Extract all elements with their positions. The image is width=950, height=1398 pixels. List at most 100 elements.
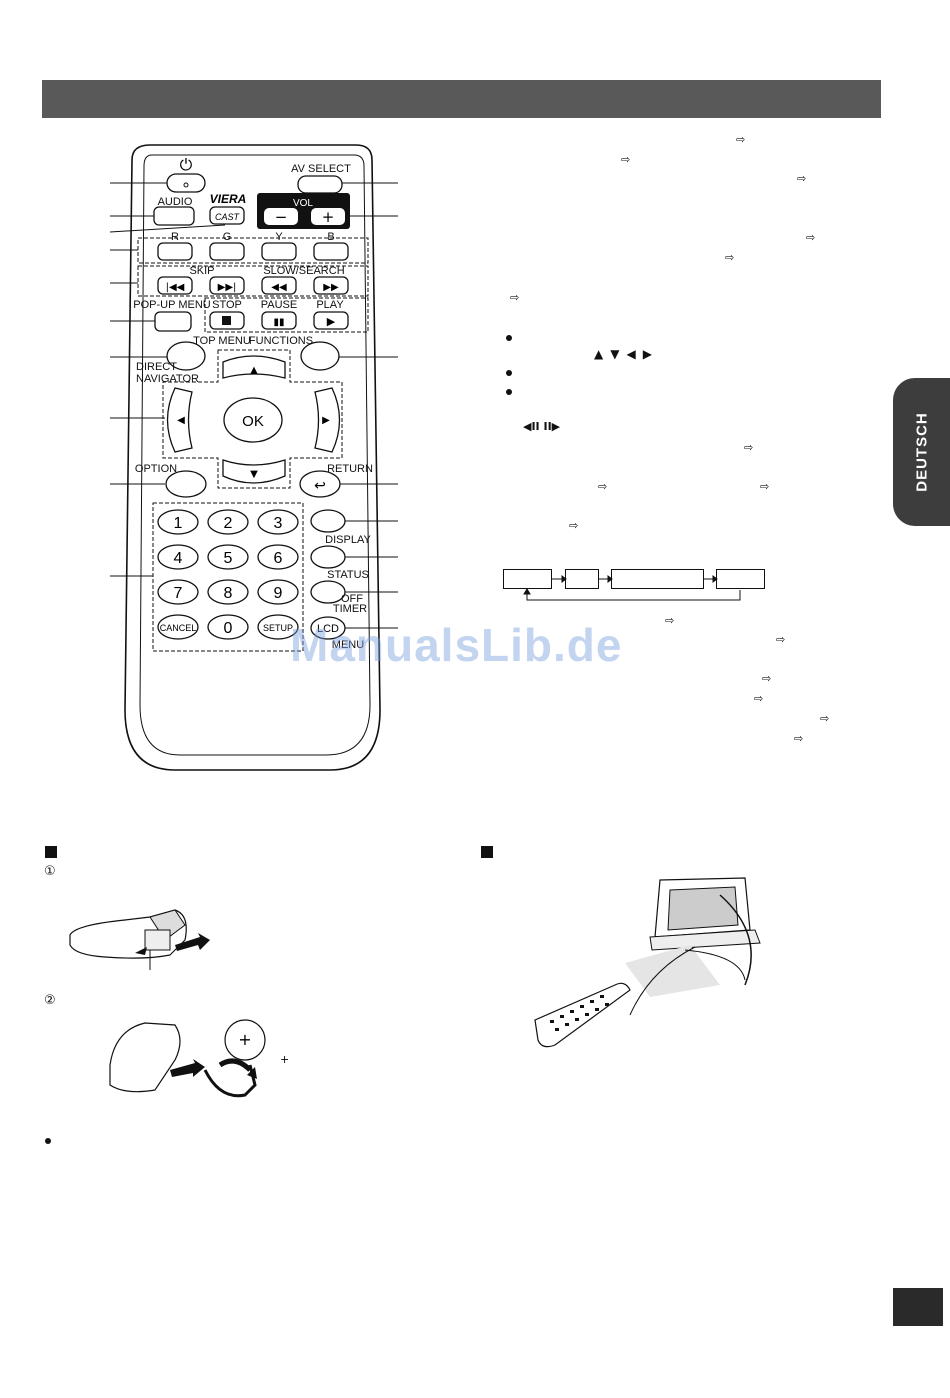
frame-back-icon: ◀II bbox=[523, 420, 540, 433]
skip-back-button[interactable] bbox=[157, 276, 193, 295]
display-button[interactable] bbox=[310, 509, 346, 533]
color-buttons-group bbox=[137, 237, 369, 264]
green-button[interactable] bbox=[209, 242, 245, 261]
search-back-button[interactable] bbox=[261, 276, 297, 295]
top-menu-button[interactable] bbox=[166, 341, 206, 371]
direction-icons: ▲▼◀▶ bbox=[594, 347, 659, 361]
skip-forward-button[interactable] bbox=[209, 276, 245, 295]
av-select-label: AV SELECT bbox=[291, 163, 351, 175]
setup-button[interactable] bbox=[257, 614, 299, 640]
battery-plus-note: + bbox=[280, 1053, 289, 1066]
vol-plus-icon: + bbox=[322, 208, 335, 226]
off-timer-label-1: OFF bbox=[341, 593, 363, 605]
reference-arrow-icon: ⇨ bbox=[776, 633, 786, 646]
bullet bbox=[506, 370, 512, 376]
digit-label: 1 bbox=[174, 515, 183, 532]
rewind-icon: ◀◀ bbox=[271, 282, 287, 293]
reference-arrow-icon: ⇨ bbox=[806, 231, 816, 244]
audio-button[interactable] bbox=[153, 206, 195, 226]
digit-button-8[interactable] bbox=[207, 579, 249, 605]
play-button[interactable] bbox=[313, 311, 349, 330]
status-button[interactable] bbox=[310, 545, 346, 569]
battery-plus-sign: + bbox=[238, 1030, 251, 1049]
skip-label: SKIP bbox=[189, 265, 214, 277]
left-button[interactable] bbox=[166, 387, 193, 453]
remote-control-diagram: ⏻ AV SELECT AUDIO VIERA CAST VOL − + R G… bbox=[109, 144, 398, 771]
stop-label: STOP bbox=[212, 299, 242, 311]
blue-button[interactable] bbox=[313, 242, 349, 261]
left-callouts bbox=[109, 182, 226, 577]
slow-search-label: SLOW/SEARCH bbox=[263, 265, 344, 277]
lcd-menu-sublabel: MENU bbox=[332, 639, 364, 651]
reference-arrow-icon: ⇨ bbox=[621, 153, 631, 166]
reference-arrow-icon: ⇨ bbox=[569, 519, 579, 532]
bullet bbox=[45, 1138, 51, 1144]
skip-back-icon: |◀◀ bbox=[166, 282, 185, 293]
step-1-marker: ① bbox=[44, 864, 56, 879]
section-square-icon bbox=[45, 846, 57, 858]
right-arrow-icon: ▶ bbox=[322, 415, 330, 426]
frame-step-icons: ◀II II▶ bbox=[523, 420, 560, 433]
up-icon: ▲ bbox=[594, 347, 611, 361]
digit-button-4[interactable] bbox=[157, 544, 199, 570]
pause-button[interactable] bbox=[261, 311, 297, 330]
ok-label: OK bbox=[242, 413, 264, 430]
digit-button-3[interactable] bbox=[257, 509, 299, 535]
reference-arrow-icon: ⇨ bbox=[736, 133, 746, 146]
down-arrow-icon: ▼ bbox=[250, 469, 258, 480]
status-label: STATUS bbox=[327, 569, 369, 581]
bullet bbox=[506, 389, 512, 395]
functions-button[interactable] bbox=[300, 341, 340, 371]
cancel-button[interactable] bbox=[157, 614, 199, 640]
remote-body-outline bbox=[124, 144, 381, 771]
digit-button-2[interactable] bbox=[207, 509, 249, 535]
down-icon: ▼ bbox=[610, 347, 627, 361]
red-label: R bbox=[171, 231, 179, 243]
top-menu-label: TOP MENU bbox=[193, 335, 251, 347]
off-timer-button[interactable] bbox=[310, 580, 346, 604]
digit-label: 7 bbox=[174, 585, 183, 602]
dpad-group bbox=[162, 349, 343, 489]
up-button[interactable] bbox=[222, 355, 286, 379]
remote-usage-illustration bbox=[534, 877, 761, 1048]
digit-label: 6 bbox=[274, 550, 283, 567]
ok-button[interactable] bbox=[223, 397, 283, 443]
digit-label: 0 bbox=[224, 620, 233, 637]
yellow-button[interactable] bbox=[261, 242, 297, 261]
digit-label: 2 bbox=[224, 515, 233, 532]
step-2-marker: ② bbox=[44, 993, 56, 1008]
flow-connectors bbox=[523, 575, 741, 601]
frame-forward-icon: II▶ bbox=[543, 420, 561, 433]
digit-button-0[interactable] bbox=[207, 614, 249, 640]
return-button[interactable] bbox=[299, 470, 341, 498]
vol-down-button[interactable] bbox=[264, 208, 298, 225]
reference-arrow-icon: ⇨ bbox=[725, 251, 735, 264]
digit-button-5[interactable] bbox=[207, 544, 249, 570]
page-number-box bbox=[893, 1288, 943, 1326]
vol-label: VOL bbox=[293, 198, 313, 209]
down-button[interactable] bbox=[222, 459, 286, 484]
option-label: OPTION bbox=[135, 463, 177, 475]
option-button[interactable] bbox=[165, 470, 207, 498]
digit-button-7[interactable] bbox=[157, 579, 199, 605]
search-forward-button[interactable] bbox=[313, 276, 349, 295]
vol-up-button[interactable] bbox=[311, 208, 345, 225]
audio-label: AUDIO bbox=[158, 196, 193, 208]
lcd-menu-button[interactable] bbox=[310, 616, 346, 640]
power-icon: ⏻ bbox=[180, 155, 193, 174]
right-button[interactable] bbox=[314, 387, 341, 453]
digit-label: 8 bbox=[224, 585, 233, 602]
yellow-label: Y bbox=[275, 231, 283, 243]
red-button[interactable] bbox=[157, 242, 193, 261]
digit-button-6[interactable] bbox=[257, 544, 299, 570]
cast-label: CAST bbox=[215, 212, 241, 222]
viera-cast-button[interactable] bbox=[209, 206, 245, 225]
popup-menu-button[interactable] bbox=[154, 311, 192, 332]
av-select-button[interactable] bbox=[297, 175, 343, 194]
play-icon: ▶ bbox=[327, 315, 336, 328]
viera-logo: VIERA bbox=[210, 192, 247, 206]
off-timer-label-2: TIMER bbox=[333, 603, 367, 615]
digit-button-1[interactable] bbox=[157, 509, 199, 535]
digit-button-9[interactable] bbox=[257, 579, 299, 605]
pause-icon: ▮▮ bbox=[273, 317, 284, 328]
